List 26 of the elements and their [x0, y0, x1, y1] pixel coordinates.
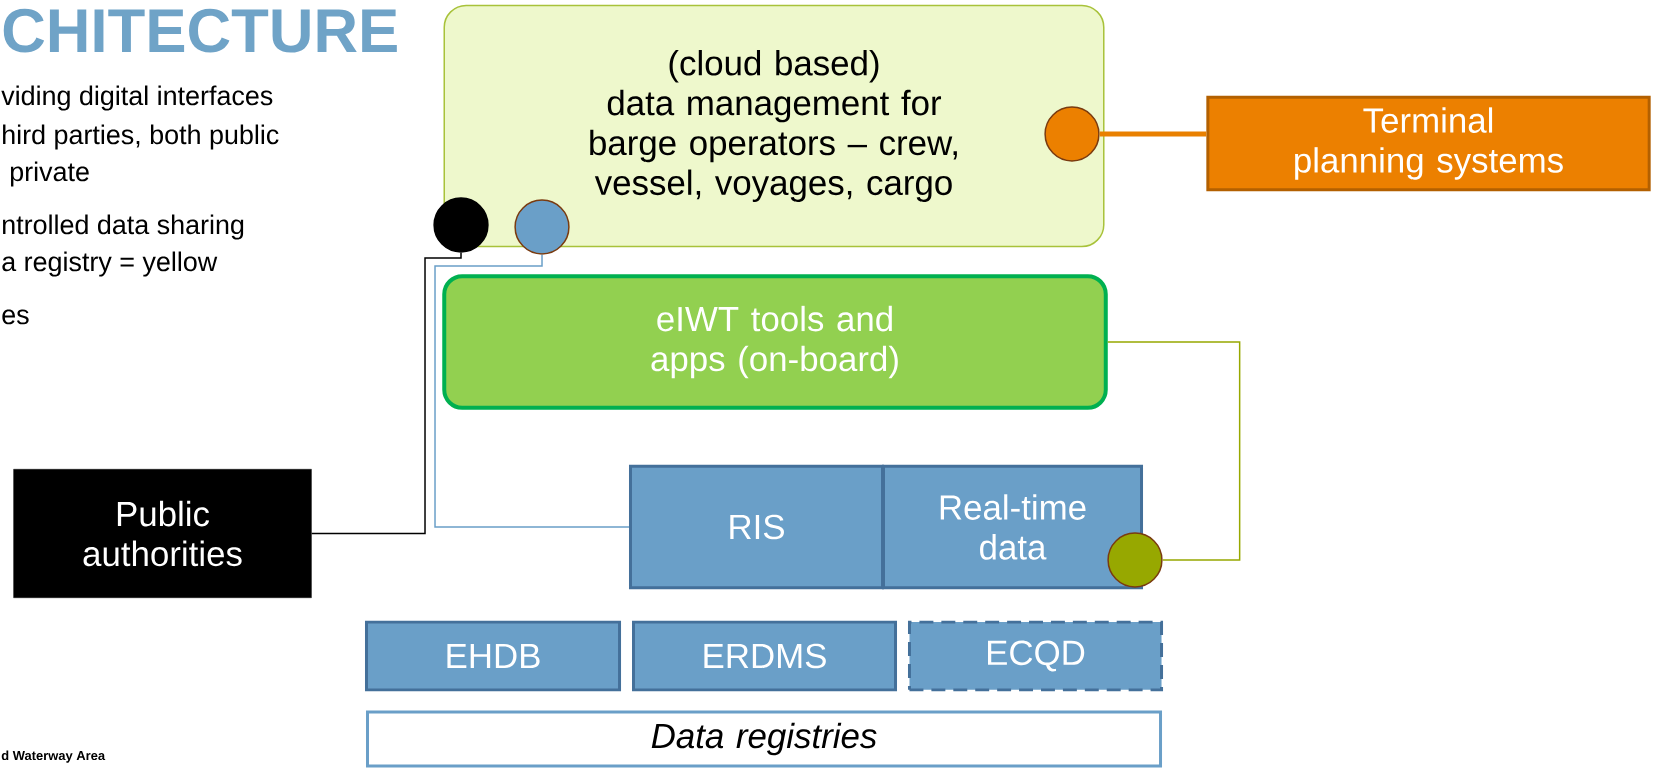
- bullet-text: viding digital interfaces: [1, 85, 273, 111]
- connector-dot: [1044, 106, 1100, 162]
- bullet-text: a registry = yellow: [2, 251, 218, 277]
- connector-dot: [1107, 532, 1163, 588]
- heading: CHITECTURE: [3, 8, 397, 53]
- system-box: EHDB: [365, 620, 622, 692]
- box-rounded: eIWT tools and apps (on-board): [442, 274, 1108, 410]
- footer-text: d Waterway Area: [1, 750, 106, 763]
- actor-box: Public authorities: [13, 469, 312, 598]
- bullet-text: hird parties, both public: [3, 124, 279, 150]
- system-box: Real-time data: [882, 464, 1144, 590]
- system-box: ECQD: [908, 620, 1164, 692]
- connector-line: [434, 253, 630, 528]
- connector-line: [310, 251, 462, 535]
- bullet-text: ntrolled data sharing: [3, 214, 244, 240]
- registry-bar: Data registries: [366, 710, 1163, 768]
- bullet-text: es: [2, 309, 29, 325]
- bullet-text: private: [10, 161, 89, 187]
- connector-line: [1099, 131, 1207, 137]
- connector-line: [1107, 341, 1241, 561]
- connector-dot: [514, 199, 570, 255]
- system-box: ERDMS: [632, 620, 897, 692]
- system-box: Terminal planning systems: [1206, 95, 1651, 192]
- connector-dot: [433, 197, 489, 253]
- system-box: RIS: [629, 464, 885, 590]
- box-rounded: (cloud based) data management for barge operators – crew, vessel, voyages, cargo: [443, 4, 1105, 248]
